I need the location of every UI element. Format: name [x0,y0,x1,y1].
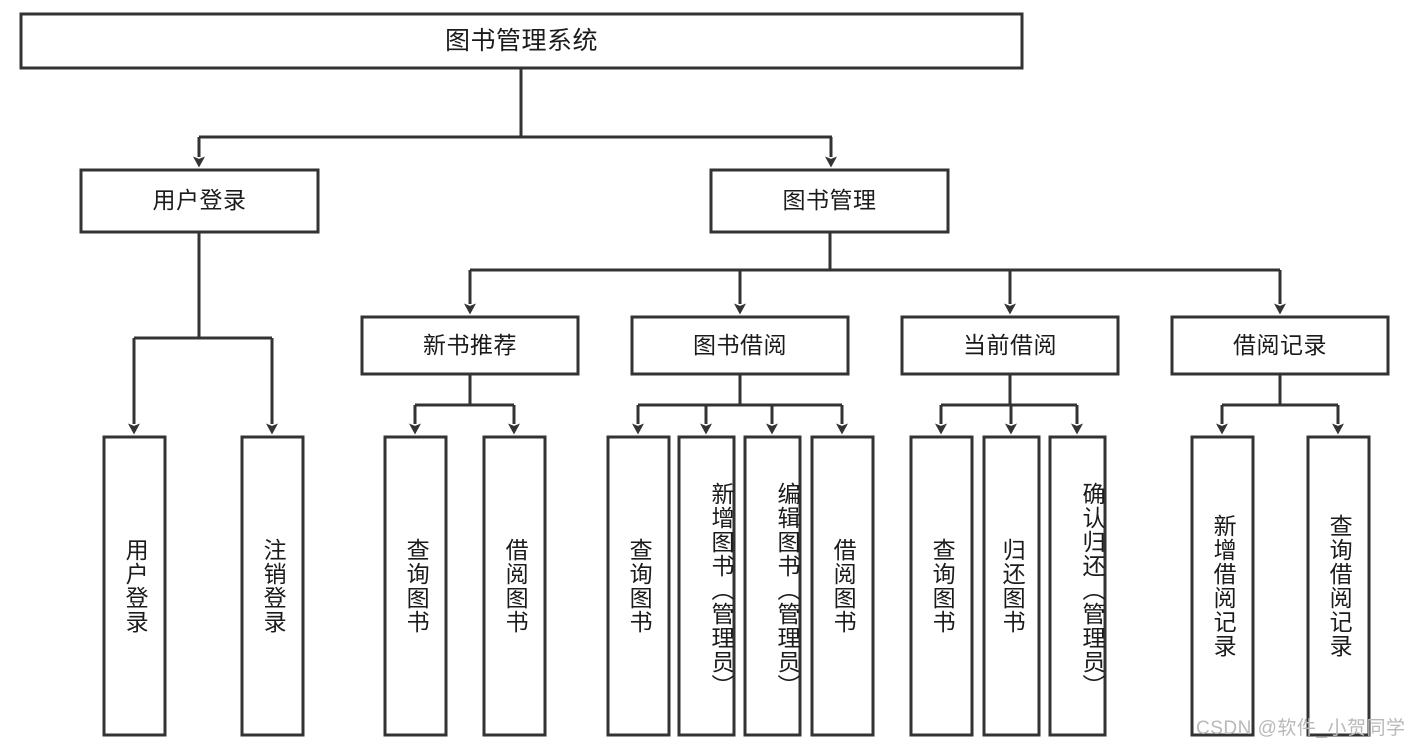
connector-user-login-to-leaves [128,232,278,435]
node-box-leaf-query-book-3[interactable] [909,435,974,737]
node-box-leaf-confirm-return[interactable] [1048,435,1107,737]
node-box-book-borrow[interactable] [630,315,850,376]
connector-borrow-record-to-leaves [1216,374,1344,435]
node-box-leaf-user-logout[interactable] [240,435,305,737]
connector-root-to-level2 [193,68,837,168]
node-box-new-book-recommend[interactable] [360,315,580,376]
connector-book-manage-to-level3 [464,232,1286,315]
node-box-book-manage[interactable] [709,168,950,234]
node-box-leaf-borrow-book-1[interactable] [482,435,547,737]
connector-current-borrow-to-leaves [935,374,1083,435]
node-box-borrow-record[interactable] [1170,315,1390,376]
node-box-leaf-query-book-1[interactable] [383,435,448,737]
node-box-leaf-add-book[interactable] [677,435,736,737]
node-box-current-borrow[interactable] [900,315,1120,376]
node-box-leaf-query-record[interactable] [1306,435,1371,737]
connector-book-borrow-to-leaves [632,374,848,435]
node-box-root[interactable] [19,12,1024,70]
node-box-leaf-query-book-2[interactable] [606,435,671,737]
node-box-leaf-return-book[interactable] [982,435,1041,737]
node-box-leaf-borrow-book-2[interactable] [810,435,875,737]
csdn-watermark: CSDN @软件_小贺同学 [1196,718,1405,739]
node-box-leaf-add-record[interactable] [1190,435,1255,737]
connector-new-book-recommend-to-leaves [409,374,520,435]
node-box-user-login[interactable] [79,168,320,234]
node-box-leaf-user-login[interactable] [102,435,167,737]
node-box-leaf-edit-book[interactable] [743,435,802,737]
